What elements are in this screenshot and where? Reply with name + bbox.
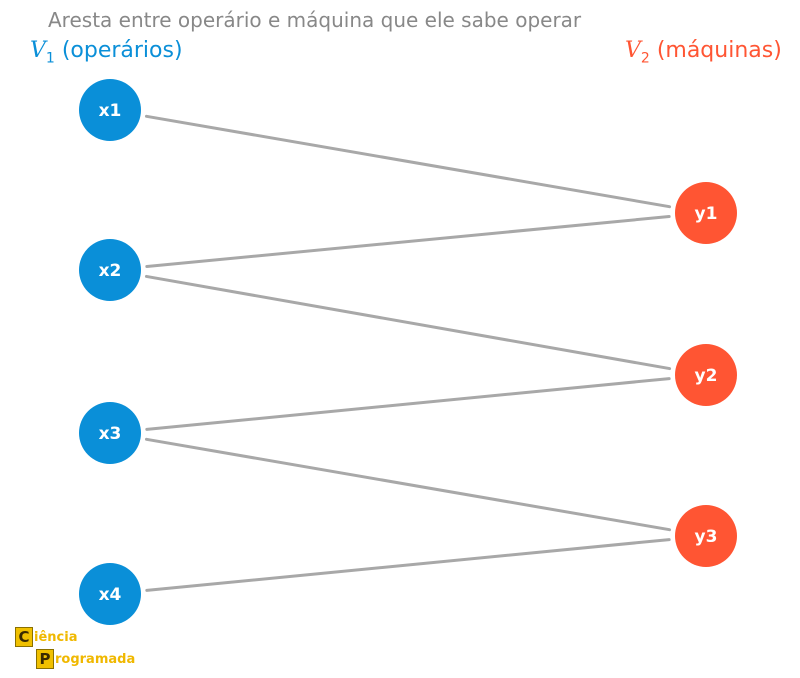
diagram-title: Aresta entre operário e máquina que ele … (48, 8, 582, 32)
right-set-symbol: V (625, 38, 641, 63)
node-y1: y1 (675, 182, 737, 244)
left-set-label: V1 (operários) (30, 38, 183, 66)
node-circle-x1 (79, 79, 141, 141)
right-set-caption: (máquinas) (656, 38, 782, 63)
node-label-y3: y3 (695, 527, 718, 547)
edge-x2-y1 (145, 215, 671, 268)
node-label-x4: x4 (99, 585, 122, 605)
edge-x1-y1 (144, 114, 672, 209)
node-circle-x4 (79, 563, 141, 625)
node-label-y2: y2 (695, 366, 718, 386)
node-label-x2: x2 (99, 261, 122, 281)
node-label-y1: y1 (695, 204, 718, 224)
right-set-subscript: 2 (640, 50, 650, 67)
node-x1: x1 (79, 79, 141, 141)
node-circle-y1 (675, 182, 737, 244)
left-set-subscript: 1 (45, 50, 55, 67)
edge-x3-y2 (145, 377, 671, 431)
node-circle-y3 (675, 505, 737, 567)
logo-text-programada: rogramada (55, 651, 136, 667)
node-x2: x2 (79, 239, 141, 301)
nodes-group: x1 x2 x3 x4 y1 y2 y3 (79, 79, 737, 625)
left-set-symbol: V (30, 38, 46, 63)
logo-text-ciencia: iência (34, 629, 78, 645)
node-y2: y2 (675, 344, 737, 406)
node-circle-y2 (675, 344, 737, 406)
logo-letter-c: C (15, 627, 33, 647)
edge-x4-y3 (145, 538, 671, 592)
edge-x3-y3 (144, 437, 672, 532)
node-label-x3: x3 (99, 424, 122, 444)
node-circle-x3 (79, 402, 141, 464)
node-x4: x4 (79, 563, 141, 625)
left-set-caption: (operários) (61, 38, 183, 63)
right-set-label: V2 (máquinas) (625, 38, 782, 66)
edges-group (144, 114, 672, 592)
edge-x2-y2 (144, 274, 672, 371)
logo-letter-p: P (36, 649, 54, 669)
node-y3: y3 (675, 505, 737, 567)
node-circle-x2 (79, 239, 141, 301)
node-x3: x3 (79, 402, 141, 464)
node-label-x1: x1 (99, 101, 122, 121)
ciencia-programada-logo: C iência P rogramada (15, 626, 135, 670)
